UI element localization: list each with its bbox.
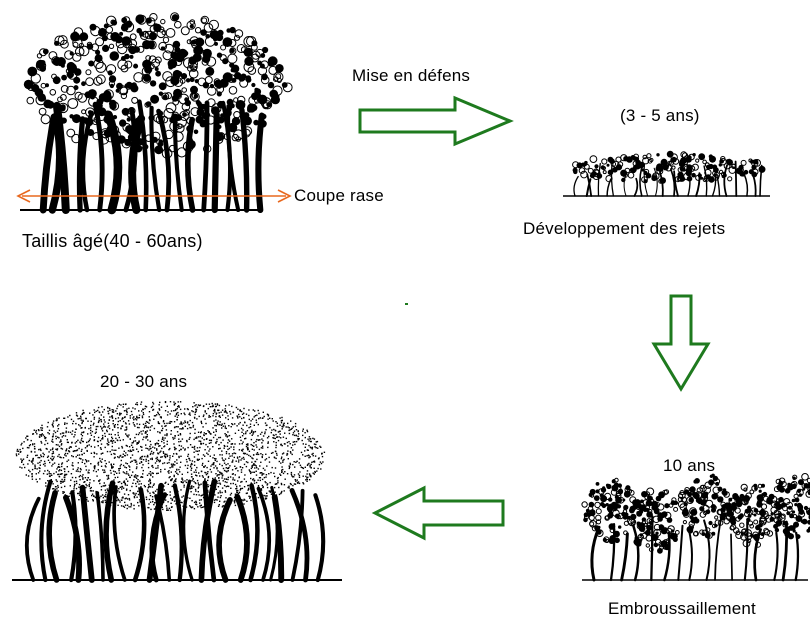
arrow-down-icon — [651, 294, 711, 392]
stage2-age-label: (3 - 5 ans) — [620, 106, 700, 125]
clear-cut-line — [16, 189, 292, 203]
stage2-name-label: Développement des rejets — [523, 219, 726, 238]
stage3-name-label: Embroussaillement — [608, 599, 756, 618]
stage3-age-label: 10 ans — [663, 456, 716, 475]
brushwood-icon — [581, 473, 810, 582]
old-coppice-label: Taillis âgé(40 - 60ans) — [22, 231, 203, 251]
protection-label: Mise en défens — [352, 66, 471, 85]
old-coppice-tree-icon — [20, 12, 293, 215]
arrow-left-icon — [371, 485, 505, 541]
stage4-age-label: 20 - 30 ans — [100, 372, 188, 391]
young-shoots-icon — [563, 150, 770, 197]
clear-cut-label: Coupe rase — [294, 186, 384, 205]
mature-coppice-icon — [12, 401, 342, 583]
arrow-right-icon — [358, 95, 514, 147]
